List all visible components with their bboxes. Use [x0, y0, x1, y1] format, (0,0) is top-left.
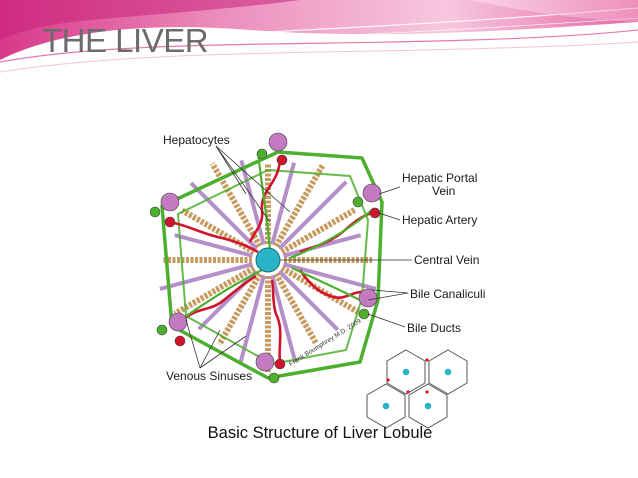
- bile-duct-node: [150, 206, 161, 218]
- hepatocyte-cord: [273, 163, 326, 248]
- venous-sinus: [270, 274, 298, 363]
- venous-sinus: [270, 162, 296, 246]
- hepatic-artery-node: [174, 335, 186, 347]
- label-hepatic-portal-vein-line1: Hepatic Portal: [402, 171, 478, 185]
- liver-lobule-figure: Hepatocytes Hepatic Portal Vein Hepatic …: [150, 130, 490, 445]
- portal-vein-node: [160, 192, 180, 212]
- portal-vein-node: [255, 352, 275, 372]
- label-hepatocytes: Hepatocytes: [163, 133, 230, 147]
- inset-lobules: [366, 349, 468, 429]
- central-vein: [255, 247, 281, 273]
- figure-caption: Basic Structure of Liver Lobule: [207, 424, 433, 442]
- bile-duct-node: [156, 324, 168, 336]
- bile-duct-node: [352, 196, 364, 208]
- hepatocyte-cords: [159, 159, 377, 372]
- hepatocyte-cord: [173, 265, 256, 317]
- portal-vein-node: [358, 288, 378, 308]
- venous-sinus: [174, 233, 254, 258]
- venous-sinus: [189, 181, 259, 251]
- label-bile-canaliculi: Bile Canaliculi: [410, 287, 486, 301]
- header-banner: [0, 0, 638, 73]
- label-bile-ducts: Bile Ducts: [407, 321, 462, 335]
- venous-sinus: [277, 180, 348, 251]
- inset-central-veins: [382, 368, 452, 410]
- hepatocyte-cord: [280, 206, 358, 255]
- inner-septum: [176, 168, 370, 366]
- venous-sinus: [282, 233, 362, 258]
- label-leader-lines: [185, 145, 412, 369]
- venous-sinus: [239, 159, 266, 246]
- label-hepatic-portal-vein-line2: Vein: [432, 184, 456, 198]
- hepatic-artery-node: [274, 358, 286, 370]
- hepatocyte-cord: [216, 272, 263, 346]
- portal-vein-node: [268, 132, 288, 152]
- inset-portal-triads: [386, 358, 429, 394]
- label-venous-sinuses: Venous Sinuses: [166, 369, 253, 383]
- bile-duct-node: [268, 372, 280, 384]
- liver-lobule-diagram: [150, 132, 468, 429]
- lobule-outline: [160, 150, 384, 380]
- hepatic-artery-node: [276, 154, 288, 166]
- venous-sinus: [238, 274, 266, 364]
- hepatic-artery-node: [164, 216, 176, 228]
- bile-duct-node: [358, 308, 370, 320]
- bile-duct-node: [256, 148, 268, 160]
- hepatocyte-cord: [209, 161, 263, 248]
- slide-title: THE LIVER: [42, 22, 209, 59]
- venous-sinus: [277, 269, 340, 332]
- portal-vein-node: [362, 183, 382, 203]
- label-hepatic-artery: Hepatic Artery: [402, 213, 478, 227]
- label-central-vein: Central Vein: [414, 253, 480, 267]
- portal-vein-node: [168, 312, 188, 332]
- venous-sinus: [282, 262, 377, 291]
- venous-sinus: [159, 262, 254, 291]
